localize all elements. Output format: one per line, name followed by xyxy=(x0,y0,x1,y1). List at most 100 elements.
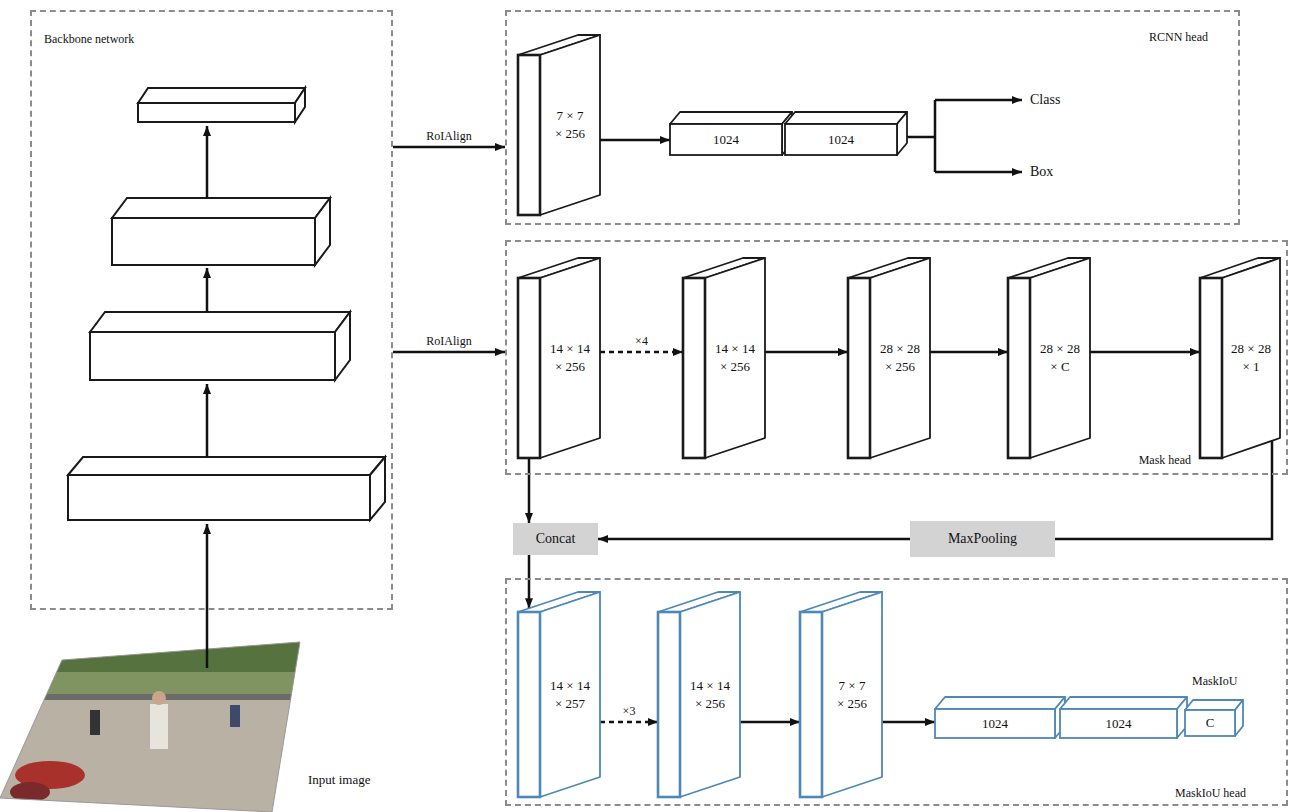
output-label: Class xyxy=(1030,91,1060,109)
fc-layer: 1024 xyxy=(935,697,1065,738)
layer-size: 14 × 14 × 256 xyxy=(687,677,733,712)
layer-size: 28 × 28 × 256 xyxy=(877,340,923,375)
feature-layer xyxy=(68,457,385,475)
feature-map-outline xyxy=(518,258,600,458)
arrow xyxy=(528,458,531,523)
face xyxy=(1235,700,1243,736)
face xyxy=(1030,258,1090,458)
feature-layer xyxy=(90,332,335,380)
image-grass xyxy=(0,672,310,694)
face xyxy=(1222,258,1280,458)
feature-map: 28 × 28 × 256 xyxy=(848,258,930,458)
face xyxy=(870,258,930,458)
image-figure xyxy=(230,705,240,727)
feature-map-outline xyxy=(1200,258,1280,458)
front-face xyxy=(935,709,1055,738)
layer-size: 1024 xyxy=(935,709,1055,738)
feature-map: 28 × 28 × 1 xyxy=(1200,258,1280,458)
fc-layer: 1024 xyxy=(785,112,907,155)
fc-layer: 1024 xyxy=(670,112,792,155)
arrow xyxy=(882,721,935,724)
up-arrow xyxy=(206,384,209,457)
feature-layer xyxy=(138,88,305,103)
front-face xyxy=(658,612,680,797)
feature-map: 28 × 28 × C xyxy=(1008,258,1090,458)
face xyxy=(785,112,907,124)
front-face xyxy=(785,124,897,155)
arrow xyxy=(1090,351,1200,354)
front-face xyxy=(848,278,870,458)
flow-arrows xyxy=(207,100,1022,668)
feature-layer xyxy=(370,457,385,520)
head-group: RCNN head 7 × 7 × 256 10241024 xyxy=(505,10,1240,225)
feature-layer xyxy=(295,88,305,122)
front-face xyxy=(1060,709,1177,738)
feature-map-outline xyxy=(1008,258,1090,458)
output-label: Box xyxy=(1030,163,1053,181)
feature-layer xyxy=(90,312,350,332)
front-face xyxy=(1008,278,1030,458)
fc-layer: C xyxy=(1185,700,1243,736)
front-face xyxy=(518,278,540,458)
image-ground xyxy=(0,630,310,812)
arrow xyxy=(600,139,670,142)
layer-size: 14 × 14 × 257 xyxy=(547,677,593,712)
front-face xyxy=(670,124,782,155)
face xyxy=(540,592,600,797)
feature-map: 14 × 14 × 256 xyxy=(658,592,740,797)
arrow xyxy=(765,351,848,354)
head-group: Backbone network xyxy=(30,10,393,610)
group-heading: MaskIoU head xyxy=(1175,786,1246,800)
front-face xyxy=(800,612,822,797)
face xyxy=(935,697,1065,709)
layer-size: Concat xyxy=(536,531,576,548)
repeat-arrow xyxy=(600,721,658,724)
face xyxy=(540,258,600,458)
feature-map: 7 × 7 × 256 xyxy=(800,592,882,797)
operation-box: MaxPooling xyxy=(910,521,1055,557)
face xyxy=(680,592,740,797)
front-face xyxy=(683,278,705,458)
arrow xyxy=(1055,441,1272,539)
up-arrow xyxy=(206,126,209,198)
layer-size: 1024 xyxy=(785,124,897,155)
layer-size: 14 × 14 × 256 xyxy=(712,340,758,375)
fc-layer: 1024 xyxy=(1060,697,1187,738)
arrow xyxy=(393,146,505,149)
layer-size: 28 × 28 × 1 xyxy=(1228,340,1274,375)
feature-layer xyxy=(68,475,370,520)
repeat-arrow xyxy=(600,351,683,354)
arrow xyxy=(930,351,1008,354)
group-heading: Backbone network xyxy=(44,32,134,46)
arrow xyxy=(393,351,505,354)
head-group: MaskIoU head 14 × 14 × 257 14 × 14 × 256 7 … xyxy=(505,578,1288,806)
layer-size: 1024 xyxy=(670,124,782,155)
arrow xyxy=(528,555,531,608)
up-arrow xyxy=(206,268,209,312)
face xyxy=(670,112,792,124)
feature-map-outline xyxy=(518,35,600,215)
arrow xyxy=(740,721,800,724)
feature-layer xyxy=(335,312,350,380)
feature-layer xyxy=(138,103,295,122)
face xyxy=(822,592,882,797)
feature-map-outline xyxy=(683,258,765,458)
layer-size: C xyxy=(1185,710,1235,736)
fork-arrow xyxy=(935,99,1022,102)
layer-size: 7 × 7 × 256 xyxy=(554,107,586,142)
head-label: MaskIoU xyxy=(1192,674,1237,690)
input-image xyxy=(0,630,310,812)
face xyxy=(705,258,765,458)
layer-size: 28 × 28 × C xyxy=(1037,340,1083,375)
group-heading: RCNN head xyxy=(1149,30,1208,44)
feature-layer xyxy=(112,198,330,218)
feature-map: 14 × 14 × 257 xyxy=(518,592,600,797)
up-arrow xyxy=(206,524,209,668)
feature-map-outline xyxy=(518,592,600,797)
layer-size: MaxPooling xyxy=(948,531,1017,548)
front-face xyxy=(518,55,540,215)
fork-arrow xyxy=(935,171,1022,174)
front-face xyxy=(1185,710,1235,736)
edge-label: ×3 xyxy=(623,704,636,718)
